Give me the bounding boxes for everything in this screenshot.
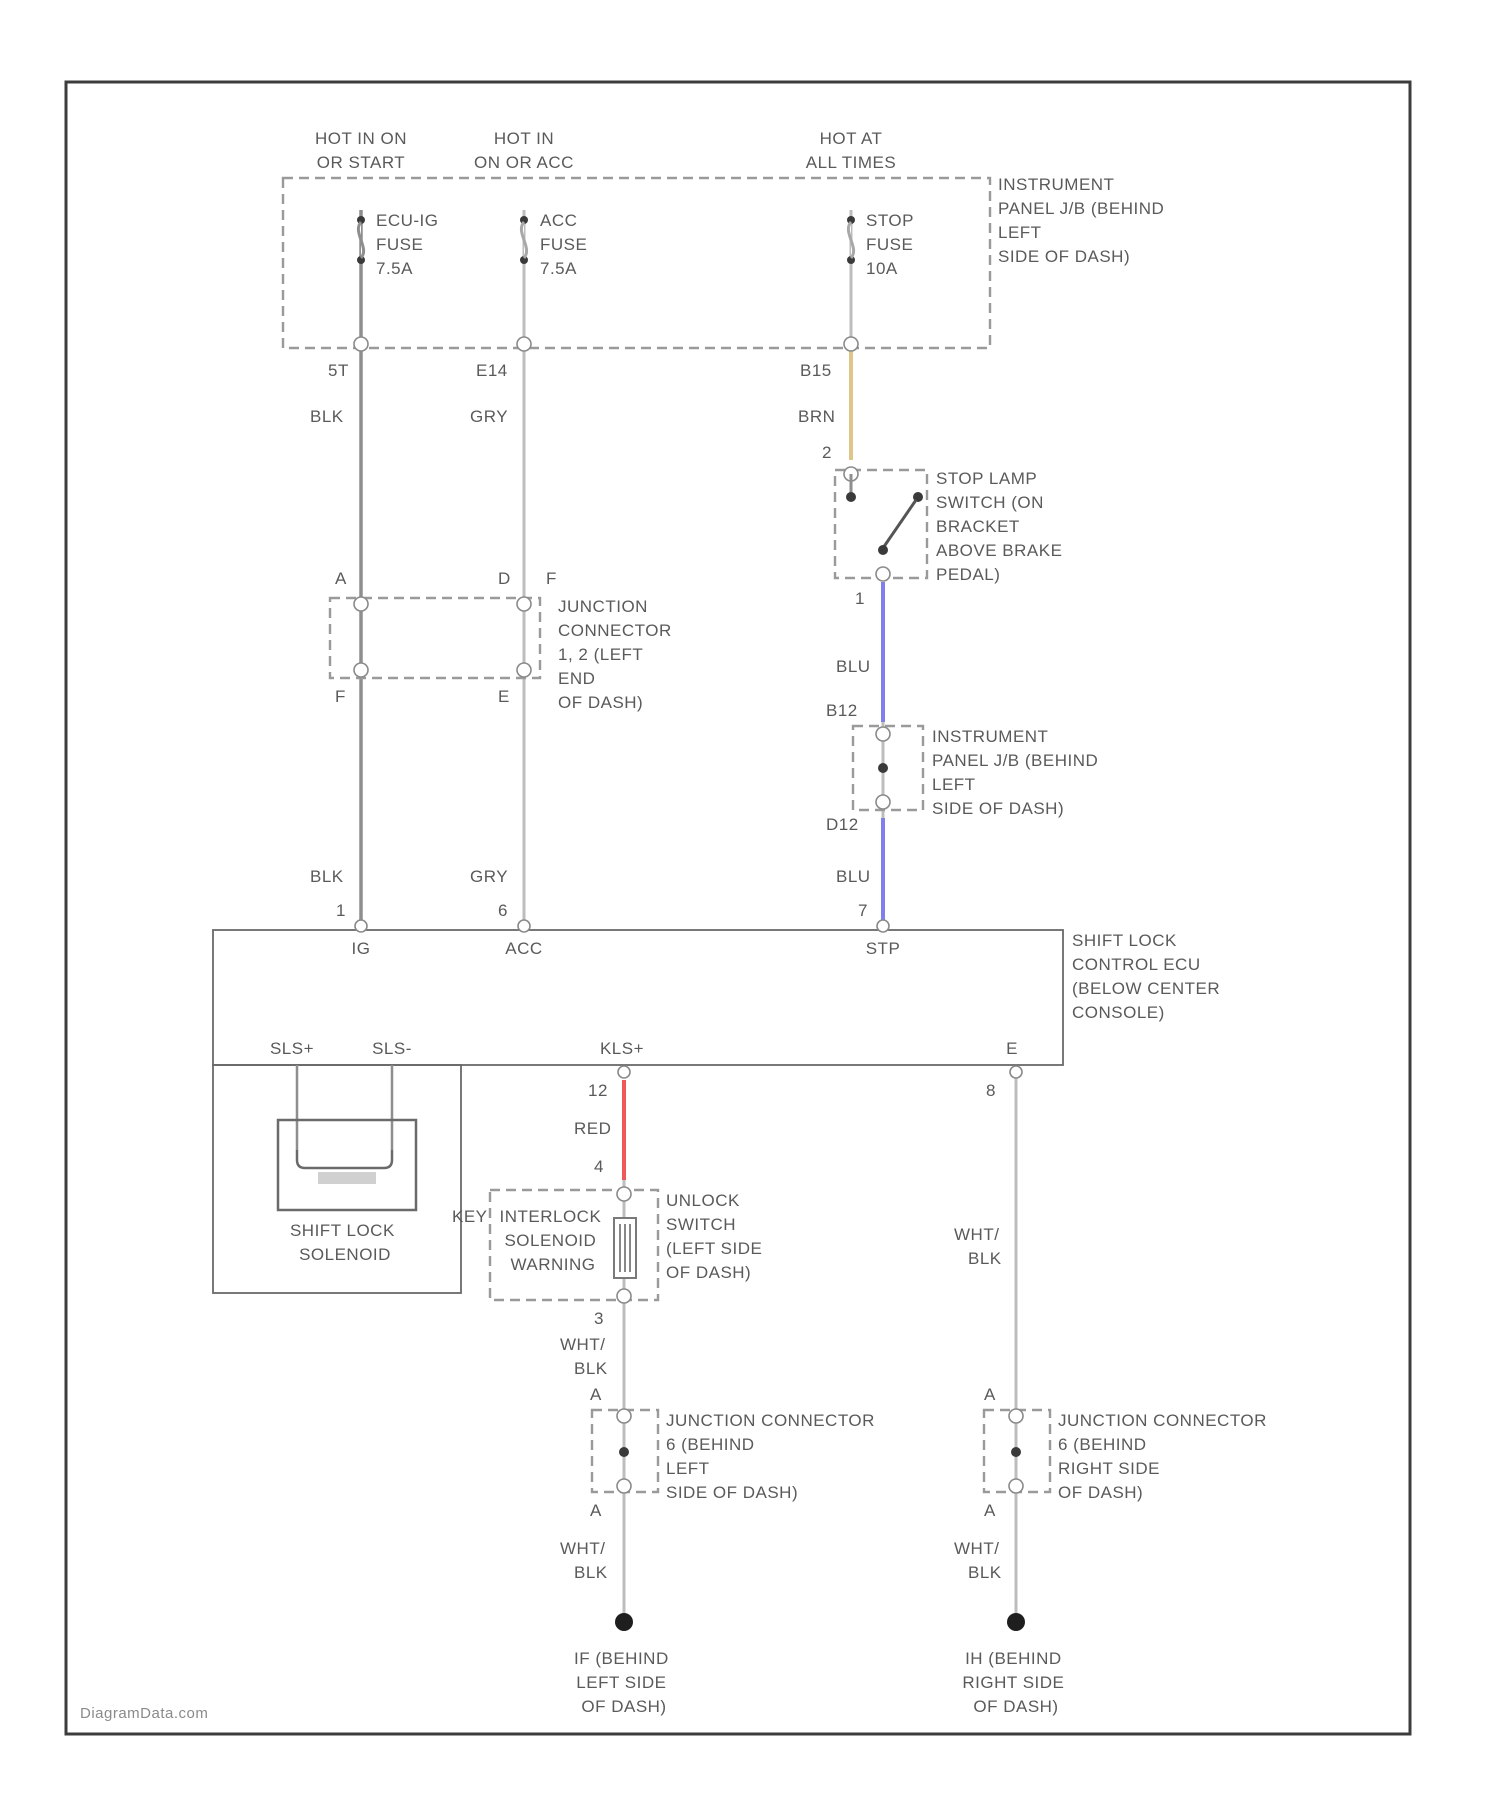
fuse-stop-icon <box>847 216 855 264</box>
solenoid-icon <box>278 1065 416 1210</box>
stop-lamp-switch-box <box>835 470 927 578</box>
wire-label-gry-2: GRY <box>470 867 508 886</box>
wire-label-red: RED <box>574 1119 611 1138</box>
pin-jc6l-out <box>617 1479 631 1493</box>
pin-unlock-in <box>617 1187 631 1201</box>
junction-connector-6l-label: JUNCTION CONNECTOR 6 (BEHIND LEFT SIDE O… <box>666 1411 880 1502</box>
wire-label-wht-blk-4: WHT/BLK <box>954 1539 1002 1582</box>
pin-stop-sw-out <box>876 567 890 581</box>
wire-label-blu-1: BLU <box>836 657 871 676</box>
fuse-acc-icon <box>520 216 528 264</box>
pin-label-jb2-in: B12 <box>826 701 858 720</box>
ecu-terminal-sls-plus: SLS+ <box>270 1039 314 1058</box>
pin-jc1-acc-bottom <box>517 663 531 677</box>
wire-label-blk-2: BLK <box>310 867 344 886</box>
unlock-switch-label: UNLOCK SWITCH (LEFT SIDE OF DASH) <box>666 1191 768 1282</box>
key-interlock-solenoid-icon <box>614 1218 636 1278</box>
pin-label-stop-sw-out: 1 <box>855 589 865 608</box>
junction-connector-6r-label: JUNCTION CONNECTOR 6 (BEHIND RIGHT SIDE … <box>1058 1411 1272 1502</box>
ecu-terminal-acc: ACC <box>505 939 542 958</box>
pin-ecu-acc <box>518 920 530 932</box>
pin-label-kls-out: 12 <box>588 1081 608 1100</box>
pin-label-ecu-e: 8 <box>986 1081 996 1100</box>
pin-label-stop-sw-in: 2 <box>822 443 832 462</box>
pin-label-jc6r-out: A <box>984 1501 996 1520</box>
ground-right-label: IH (BEHIND RIGHT SIDE OF DASH) <box>962 1649 1069 1716</box>
pin-jb2-out <box>876 795 890 809</box>
ground-right-icon <box>1007 1613 1025 1631</box>
ecu-terminal-sls-minus: SLS- <box>372 1039 412 1058</box>
pin-unlock-out <box>617 1289 631 1303</box>
jb2-splice <box>878 763 888 773</box>
ground-left-icon <box>615 1613 633 1631</box>
panel-jb-top-label: INSTRUMENT PANEL J/B (BEHIND LEFT SIDE O… <box>998 175 1170 266</box>
pin-top-ig <box>354 337 368 351</box>
pin-ecu-ig <box>355 920 367 932</box>
pin-label-unlock-out: 3 <box>594 1309 604 1328</box>
pin-top-stop <box>844 337 858 351</box>
jc6l-splice <box>619 1447 629 1457</box>
fuse-ecu-ig-icon <box>357 216 365 264</box>
pin-label-top-ig: 5T <box>328 361 349 380</box>
pin-label-jc6l-out: A <box>590 1501 602 1520</box>
wire-label-blu-2: BLU <box>836 867 871 886</box>
key-interlock-label: INTERLOCK SOLENOID WARNING <box>499 1207 606 1274</box>
solenoid-label: SHIFT LOCK SOLENOID <box>290 1221 400 1264</box>
pin-label-ecu-stp: 7 <box>858 901 868 920</box>
pin-label-jc1-b: D <box>498 569 511 588</box>
pin-label-jc1-a: A <box>335 569 347 588</box>
pin-ecu-e <box>1010 1066 1022 1078</box>
pin-ecu-kls <box>618 1066 630 1078</box>
pin-label-unlock-in: 4 <box>594 1157 604 1176</box>
pin-label-ecu-acc: 6 <box>498 901 508 920</box>
pin-ecu-stp <box>877 920 889 932</box>
ecu-terminal-e: E <box>1006 1039 1018 1058</box>
junction-connector-1-label: JUNCTION CONNECTOR 1, 2 (LEFT END OF DAS… <box>558 597 677 712</box>
wire-label-blk-1: BLK <box>310 407 344 426</box>
pin-label-jc1-c: F <box>546 569 557 588</box>
pin-jc1-ig-bottom <box>354 663 368 677</box>
jc6r-splice <box>1011 1447 1021 1457</box>
wire-label-wht-blk-1: WHT/BLK <box>560 1335 608 1378</box>
key-interlock-prefix: KEY <box>452 1207 488 1226</box>
wire-label-brn: BRN <box>798 407 835 426</box>
pin-label-ecu-ig: 1 <box>336 901 346 920</box>
ecu-terminal-stp: STP <box>866 939 901 958</box>
pin-label-jc1-e: E <box>498 687 510 706</box>
wire-label-gry-1: GRY <box>470 407 508 426</box>
pin-label-jc6r-in: A <box>984 1385 996 1404</box>
pin-label-jc1-f: F <box>335 687 346 706</box>
pin-jc1-ig-top <box>354 597 368 611</box>
panel-jb-mid-label: INSTRUMENT PANEL J/B (BEHIND LEFT SIDE O… <box>932 727 1104 818</box>
wire-label-wht-blk-3: WHT/BLK <box>954 1225 1002 1268</box>
pin-jc6r-out <box>1009 1479 1023 1493</box>
pin-jc6l-in <box>617 1409 631 1423</box>
pin-jc6r-in <box>1009 1409 1023 1423</box>
stop-lamp-switch-icon <box>846 474 923 555</box>
pin-top-acc <box>517 337 531 351</box>
ecu-terminal-kls-plus: KLS+ <box>600 1039 644 1058</box>
watermark: DiagramData.com <box>80 1705 208 1722</box>
ground-left-label: IF (BEHIND LEFT SIDE OF DASH) <box>574 1649 674 1716</box>
ecu-label: SHIFT LOCK CONTROL ECU (BELOW CENTER CON… <box>1072 931 1225 1022</box>
pin-jc1-acc-top <box>517 597 531 611</box>
stop-lamp-switch-label: STOP LAMP SWITCH (ON BRACKET ABOVE BRAKE… <box>936 469 1068 584</box>
pin-label-top-stop: B15 <box>800 361 832 380</box>
ecu-terminal-ig: IG <box>352 939 371 958</box>
pin-jb2-in <box>876 727 890 741</box>
pin-label-jc6l-in: A <box>590 1385 602 1404</box>
wire-label-wht-blk-2: WHT/BLK <box>560 1539 608 1582</box>
pin-label-jb2-out: D12 <box>826 815 859 834</box>
pin-label-top-acc: E14 <box>476 361 508 380</box>
